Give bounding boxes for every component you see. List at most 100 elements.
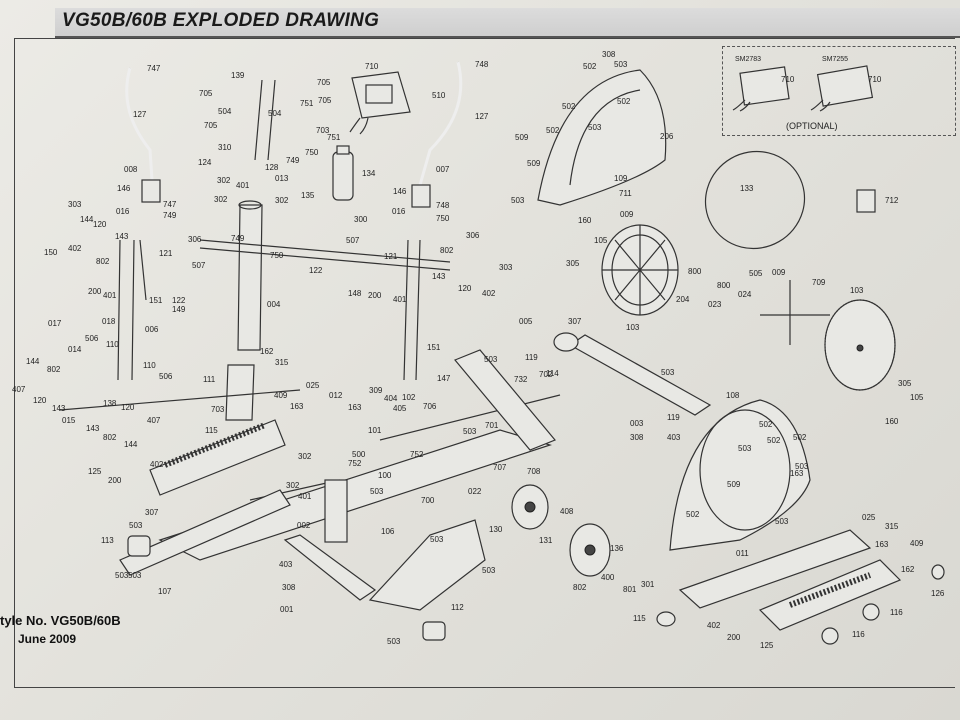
part-label: 135 — [301, 191, 315, 200]
part-label: 307 — [568, 317, 582, 326]
part-label: 504 — [218, 107, 232, 116]
part-label: 800 — [717, 281, 731, 290]
part-label: 309 — [369, 386, 383, 395]
part-label: 302 — [286, 481, 300, 490]
part-label: 750 — [270, 251, 284, 260]
part-label: 751 — [300, 99, 314, 108]
part-label: 315 — [275, 358, 289, 367]
part-label: 150 — [44, 248, 58, 257]
part-label: 802 — [440, 246, 454, 255]
part-label: 509 — [527, 159, 541, 168]
part-label: 146 — [117, 184, 131, 193]
flywheel — [824, 299, 896, 391]
part-label: 004 — [267, 300, 281, 309]
part-label: 502 — [546, 126, 560, 135]
part-label: 749 — [286, 156, 300, 165]
part-label: 401 — [298, 492, 312, 501]
part-label: 200 — [88, 287, 102, 296]
part-label: 120 — [121, 403, 135, 412]
part-label: 162 — [901, 565, 915, 574]
part-label: 503 — [430, 535, 444, 544]
part-label: 705 — [317, 78, 331, 87]
rear-stabilizer — [568, 334, 712, 416]
part-label: 507 — [192, 261, 206, 270]
part-label: 510 — [432, 91, 446, 100]
part-label: 502 — [562, 102, 576, 111]
part-label: 138 — [103, 399, 117, 408]
part-label: 403 — [279, 560, 293, 569]
part-label: 204 — [676, 295, 690, 304]
part-label: 507 — [346, 236, 360, 245]
part-label: 114 — [546, 369, 559, 378]
part-label: 710 — [365, 62, 379, 71]
part-label: 121 — [159, 249, 173, 258]
main-frame — [158, 349, 556, 561]
right-upright-arm — [403, 239, 421, 381]
part-label: 200 — [368, 291, 382, 300]
water-bottle — [332, 145, 354, 201]
part-label: 500 — [352, 450, 366, 459]
part-label: 308 — [602, 50, 616, 59]
part-label: 750 — [436, 214, 450, 223]
part-label: 750 — [305, 148, 319, 157]
part-label: 136 — [610, 544, 624, 553]
part-label: 103 — [626, 323, 640, 332]
shroud-108 — [669, 399, 811, 551]
part-label: 747 — [163, 200, 177, 209]
part-label: 305 — [566, 259, 580, 268]
part-label: 151 — [149, 296, 163, 305]
part-label: 120 — [33, 396, 47, 405]
part-label: 708 — [527, 467, 541, 476]
part-label: 024 — [738, 290, 752, 299]
part-label: 502 — [583, 62, 597, 71]
part-label: 009 — [620, 210, 634, 219]
part-label: 025 — [306, 381, 320, 390]
part-label: 503 — [511, 196, 525, 205]
part-label: 105 — [594, 236, 608, 245]
part-label: 148 — [348, 289, 362, 298]
part-label: 409 — [274, 391, 288, 400]
part-label: 143 — [52, 404, 66, 413]
part-label: 200 — [108, 476, 122, 485]
left-handlebar — [125, 67, 161, 203]
part-label: 403 — [667, 433, 681, 442]
part-label: 502 — [767, 436, 781, 445]
part-label: 503 — [775, 517, 789, 526]
part-label: 748 — [475, 60, 489, 69]
part-label: 107 — [158, 587, 172, 596]
part-label: 102 — [402, 393, 416, 402]
part-label: 163 — [790, 469, 804, 478]
part-label: 146 — [393, 187, 407, 196]
part-label: 022 — [468, 487, 482, 496]
part-label: 503 — [482, 566, 496, 575]
part-label: 303 — [68, 200, 82, 209]
part-label: 009 — [772, 268, 786, 277]
part-label: 125 — [760, 641, 774, 650]
part-label: 119 — [525, 353, 538, 362]
part-label: 017 — [48, 319, 62, 328]
part-label: 747 — [147, 64, 161, 73]
pivot-crossbar — [199, 239, 451, 263]
part-label: 016 — [392, 207, 406, 216]
part-label: 503 — [661, 368, 675, 377]
part-label: 012 — [329, 391, 343, 400]
part-label: 502 — [686, 510, 700, 519]
part-label: 121 — [384, 252, 398, 261]
part-label: 144 — [26, 357, 40, 366]
part-label: 147 — [437, 374, 451, 383]
part-label: 163 — [290, 402, 304, 411]
part-label: 160 — [578, 216, 592, 225]
part-label: 110 — [106, 340, 119, 349]
part-label: 801 — [623, 585, 637, 594]
part-label: 310 — [218, 143, 232, 152]
part-label: 407 — [12, 385, 26, 394]
optional-console-1 — [732, 66, 790, 112]
console-model-2: SM7255 — [822, 56, 849, 63]
front-post — [324, 479, 348, 543]
part-label: 705 — [199, 89, 213, 98]
part-label: 131 — [539, 536, 553, 545]
part-label: 134 — [362, 169, 376, 178]
part-label: 712 — [885, 196, 899, 205]
part-label: 206 — [660, 132, 674, 141]
part-label: 701 — [485, 421, 499, 430]
